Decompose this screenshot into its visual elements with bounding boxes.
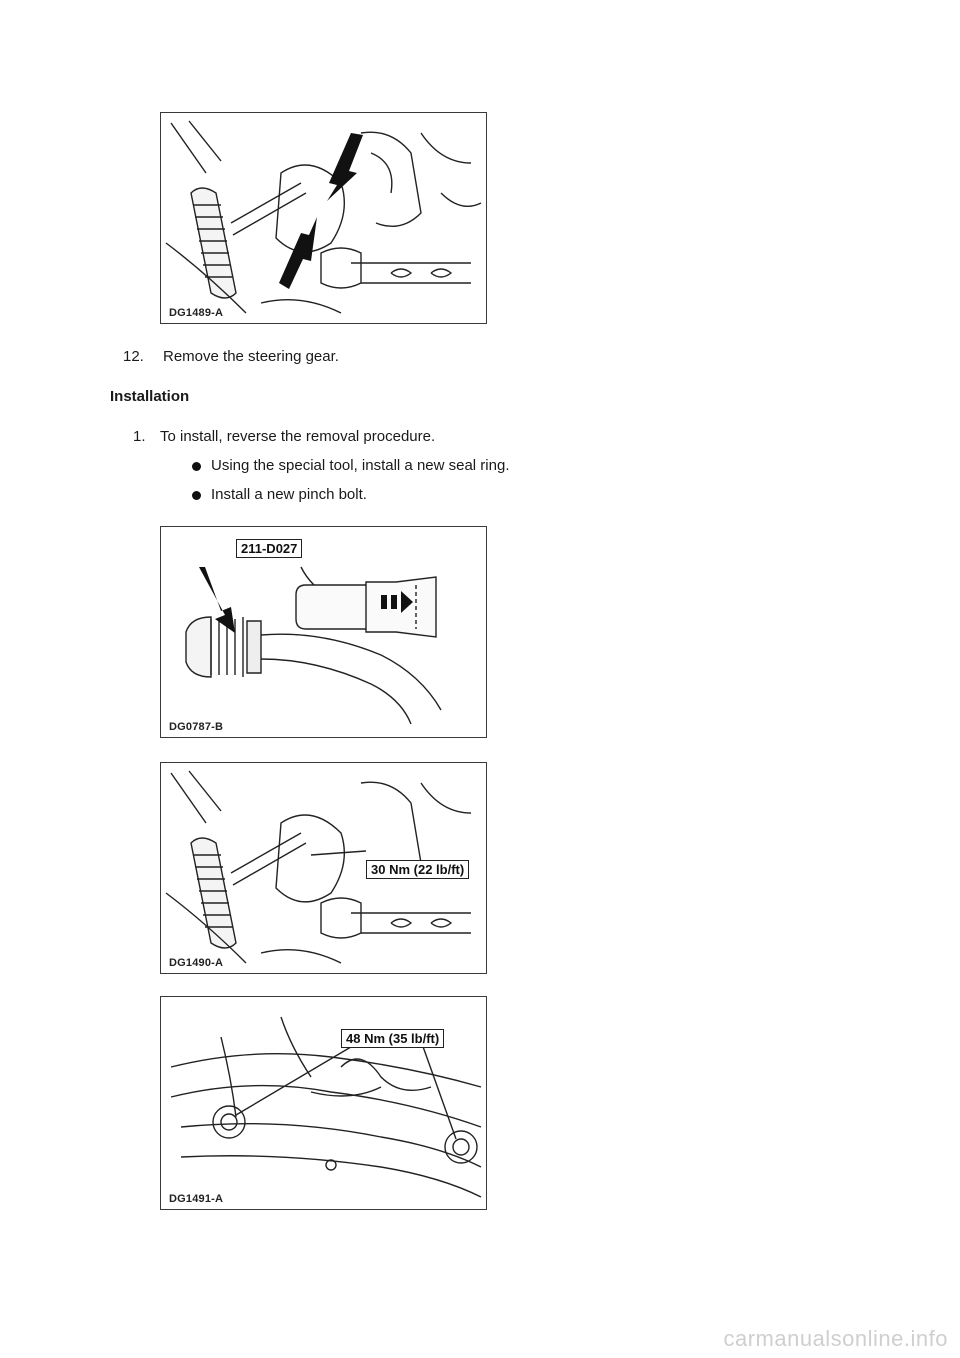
figure-dg1490-a: 30 Nm (22 lb/ft) DG1490-A xyxy=(160,762,487,974)
steering-boot-illustration xyxy=(165,120,482,314)
bullet-text: Install a new pinch bolt. xyxy=(211,486,367,503)
tool-callout: 211-D027 xyxy=(236,539,303,558)
figure-id: DG1491-A xyxy=(169,1193,224,1205)
figure-dg0787-b: 211-D027 DG0787-B xyxy=(160,526,487,738)
bullet-text: Using the special tool, install a new se… xyxy=(211,457,510,474)
bullet-icon xyxy=(192,491,201,500)
torque-callout: 30 Nm (22 lb/ft) xyxy=(366,860,470,879)
step-text: To install, reverse the removal procedur… xyxy=(160,428,436,445)
figure-id: DG1489-A xyxy=(169,307,224,319)
bullet-icon xyxy=(192,462,201,471)
section-heading: Installation xyxy=(110,388,190,405)
figure-id: DG0787-B xyxy=(169,721,224,733)
mounting-bolts-illustration xyxy=(170,1016,482,1198)
step-text: Remove the steering gear. xyxy=(163,348,339,365)
seal-ring-tool-illustration xyxy=(185,566,442,725)
figure-dg1491-a: 48 Nm (35 lb/ft) DG1491-A xyxy=(160,996,487,1210)
step-number: 1. xyxy=(133,428,146,445)
watermark: carmanualsonline.info xyxy=(723,1326,948,1351)
torque-callout: 48 Nm (35 lb/ft) xyxy=(341,1029,445,1048)
step-number: 12. xyxy=(123,348,144,365)
figure-dg1489-a: DG1489-A xyxy=(160,112,487,324)
figure-id: DG1490-A xyxy=(169,957,224,969)
